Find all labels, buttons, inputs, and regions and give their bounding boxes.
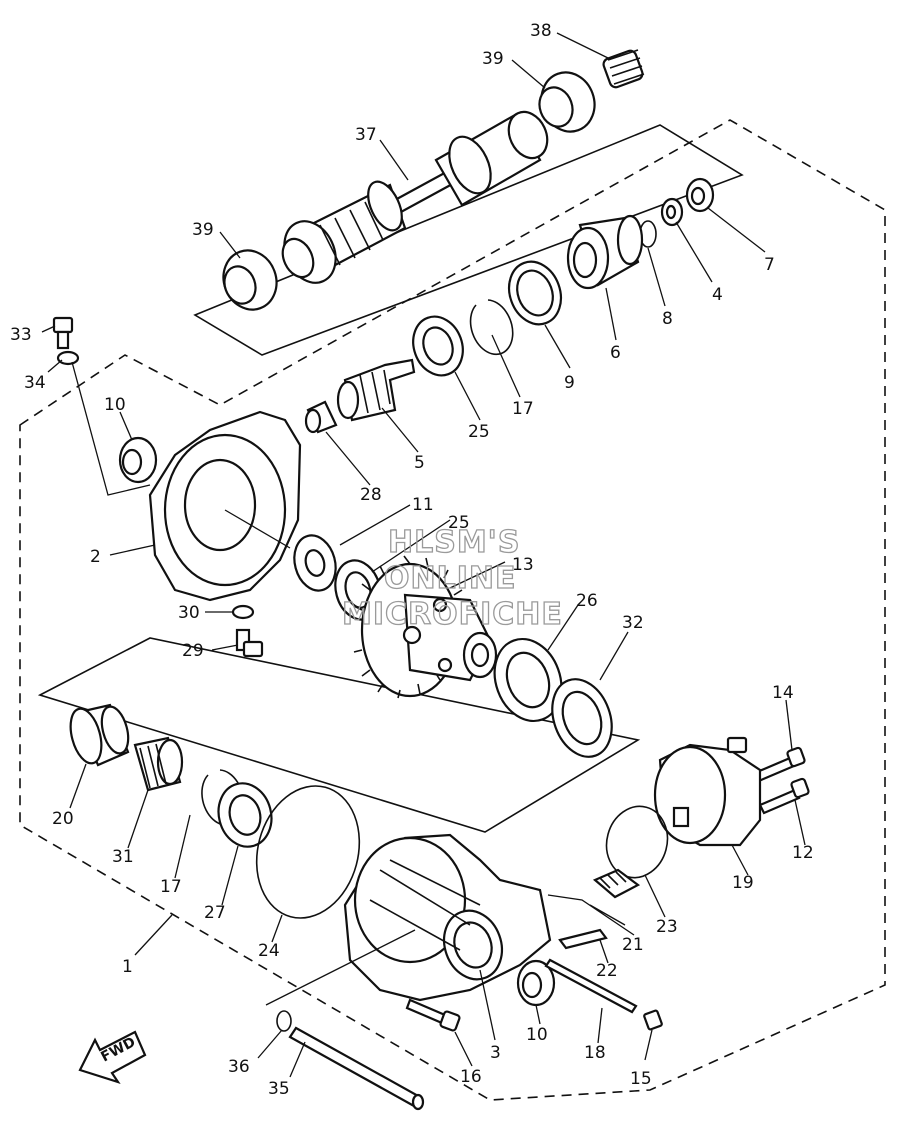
callout-10: 10 bbox=[104, 395, 126, 415]
callout-39: 39 bbox=[482, 49, 504, 69]
callout-20: 20 bbox=[52, 809, 74, 829]
watermark-line-2: ONLINE bbox=[384, 561, 517, 596]
callout-27: 27 bbox=[204, 903, 226, 923]
callout-19: 19 bbox=[732, 873, 754, 893]
part-36-clip[interactable] bbox=[276, 1010, 292, 1032]
part-10-oil-seal-lower[interactable] bbox=[516, 959, 556, 1007]
callout-37: 37 bbox=[355, 125, 377, 145]
callout-2: 2 bbox=[90, 547, 101, 567]
part-2-gear-case-cover[interactable] bbox=[71, 361, 302, 602]
part-10-oil-seal-upper[interactable] bbox=[118, 436, 158, 484]
part-26-bearing[interactable] bbox=[484, 630, 573, 731]
callout-labels: 38 39 37 39 7 4 8 6 9 17 25 5 28 33 34 1… bbox=[10, 21, 814, 1099]
assembly-boundary bbox=[19, 119, 886, 1101]
watermark-line-1: HLSM'S bbox=[388, 525, 520, 560]
part-16-bolt[interactable] bbox=[405, 998, 461, 1032]
callout-23: 23 bbox=[656, 917, 678, 937]
part-38-spring[interactable] bbox=[602, 49, 645, 89]
part-17-circlip-upper[interactable] bbox=[469, 299, 514, 356]
part-15-plug-screw[interactable] bbox=[643, 1009, 663, 1031]
callout-25-lower: 25 bbox=[448, 513, 470, 533]
callout-17: 17 bbox=[512, 399, 534, 419]
callout-32: 32 bbox=[622, 613, 644, 633]
callout-36: 36 bbox=[228, 1057, 250, 1077]
callout-34: 34 bbox=[24, 373, 46, 393]
callout-1: 1 bbox=[122, 957, 133, 977]
part-28-bushing[interactable] bbox=[304, 400, 338, 434]
part-35-hose[interactable] bbox=[288, 1026, 425, 1111]
part-13-ring-gear[interactable] bbox=[353, 555, 498, 699]
callout-5: 5 bbox=[414, 453, 425, 473]
part-3-gear-case[interactable] bbox=[343, 833, 552, 1002]
callout-21: 21 bbox=[622, 935, 644, 955]
callout-22: 22 bbox=[596, 961, 618, 981]
part-12-bolt[interactable] bbox=[758, 777, 810, 815]
callout-15: 15 bbox=[630, 1069, 652, 1089]
callout-18: 18 bbox=[584, 1043, 606, 1063]
callout-33: 33 bbox=[10, 325, 32, 345]
callout-6: 6 bbox=[610, 343, 621, 363]
callout-11: 11 bbox=[412, 495, 434, 515]
part-4-washer[interactable] bbox=[660, 197, 684, 227]
callout-12: 12 bbox=[792, 843, 814, 863]
callout-7: 7 bbox=[764, 255, 775, 275]
part-19-motor[interactable] bbox=[653, 736, 762, 847]
part-30-washer[interactable] bbox=[231, 604, 255, 620]
callout-26: 26 bbox=[576, 591, 598, 611]
part-37-drive-shaft[interactable] bbox=[275, 106, 555, 292]
callout-25: 25 bbox=[468, 422, 490, 442]
callout-35: 35 bbox=[268, 1079, 290, 1099]
callout-17-lower: 17 bbox=[160, 877, 182, 897]
callout-9: 9 bbox=[564, 373, 575, 393]
callout-39-lower: 39 bbox=[192, 220, 214, 240]
part-9-bearing[interactable] bbox=[501, 254, 570, 331]
part-34-washer[interactable] bbox=[56, 350, 80, 366]
part-39-oil-seal-upper[interactable] bbox=[533, 65, 602, 139]
part-27-oil-seal[interactable] bbox=[212, 777, 279, 852]
callout-16: 16 bbox=[460, 1067, 482, 1087]
callout-3: 3 bbox=[490, 1043, 501, 1063]
part-22-breather-pipe[interactable] bbox=[558, 928, 608, 950]
callout-13: 13 bbox=[512, 555, 534, 575]
part-25-bearing-upper[interactable] bbox=[405, 310, 471, 383]
watermark: HLSM'S ONLINE MICROFICHE bbox=[341, 524, 563, 632]
callout-4: 4 bbox=[712, 285, 723, 305]
part-32-shim[interactable] bbox=[542, 671, 622, 765]
callout-24: 24 bbox=[258, 941, 280, 961]
callout-31: 31 bbox=[112, 847, 134, 867]
part-20-bearing[interactable] bbox=[65, 703, 133, 767]
part-31-needle-bearing[interactable] bbox=[133, 736, 184, 792]
gear-group-outline bbox=[37, 637, 641, 833]
watermark-line-3: MICROFICHE bbox=[342, 597, 563, 632]
callout-28: 28 bbox=[360, 485, 382, 505]
callout-29: 29 bbox=[182, 641, 204, 661]
part-18-shift-rod[interactable] bbox=[544, 958, 638, 1014]
callout-30: 30 bbox=[178, 603, 200, 623]
part-11-shim[interactable] bbox=[288, 531, 341, 595]
callout-10-lower: 10 bbox=[526, 1025, 548, 1045]
part-29-bolt[interactable] bbox=[235, 628, 264, 658]
part-24-o-ring[interactable] bbox=[242, 774, 373, 929]
forward-arrow: FWD bbox=[78, 1030, 147, 1084]
part-21-sensor[interactable] bbox=[592, 868, 641, 899]
part-7-nut[interactable] bbox=[685, 177, 715, 213]
callout-8: 8 bbox=[662, 309, 673, 329]
leader-lines bbox=[41, 32, 806, 1078]
part-6-coupling-gear[interactable] bbox=[566, 214, 644, 290]
callout-38: 38 bbox=[530, 21, 552, 41]
part-33-bolt[interactable] bbox=[52, 316, 74, 350]
part-5-drive-pinion[interactable] bbox=[336, 358, 416, 422]
axle-group-outline bbox=[193, 124, 744, 356]
part-39-oil-seal-lower[interactable] bbox=[215, 243, 284, 317]
callout-14: 14 bbox=[772, 683, 794, 703]
